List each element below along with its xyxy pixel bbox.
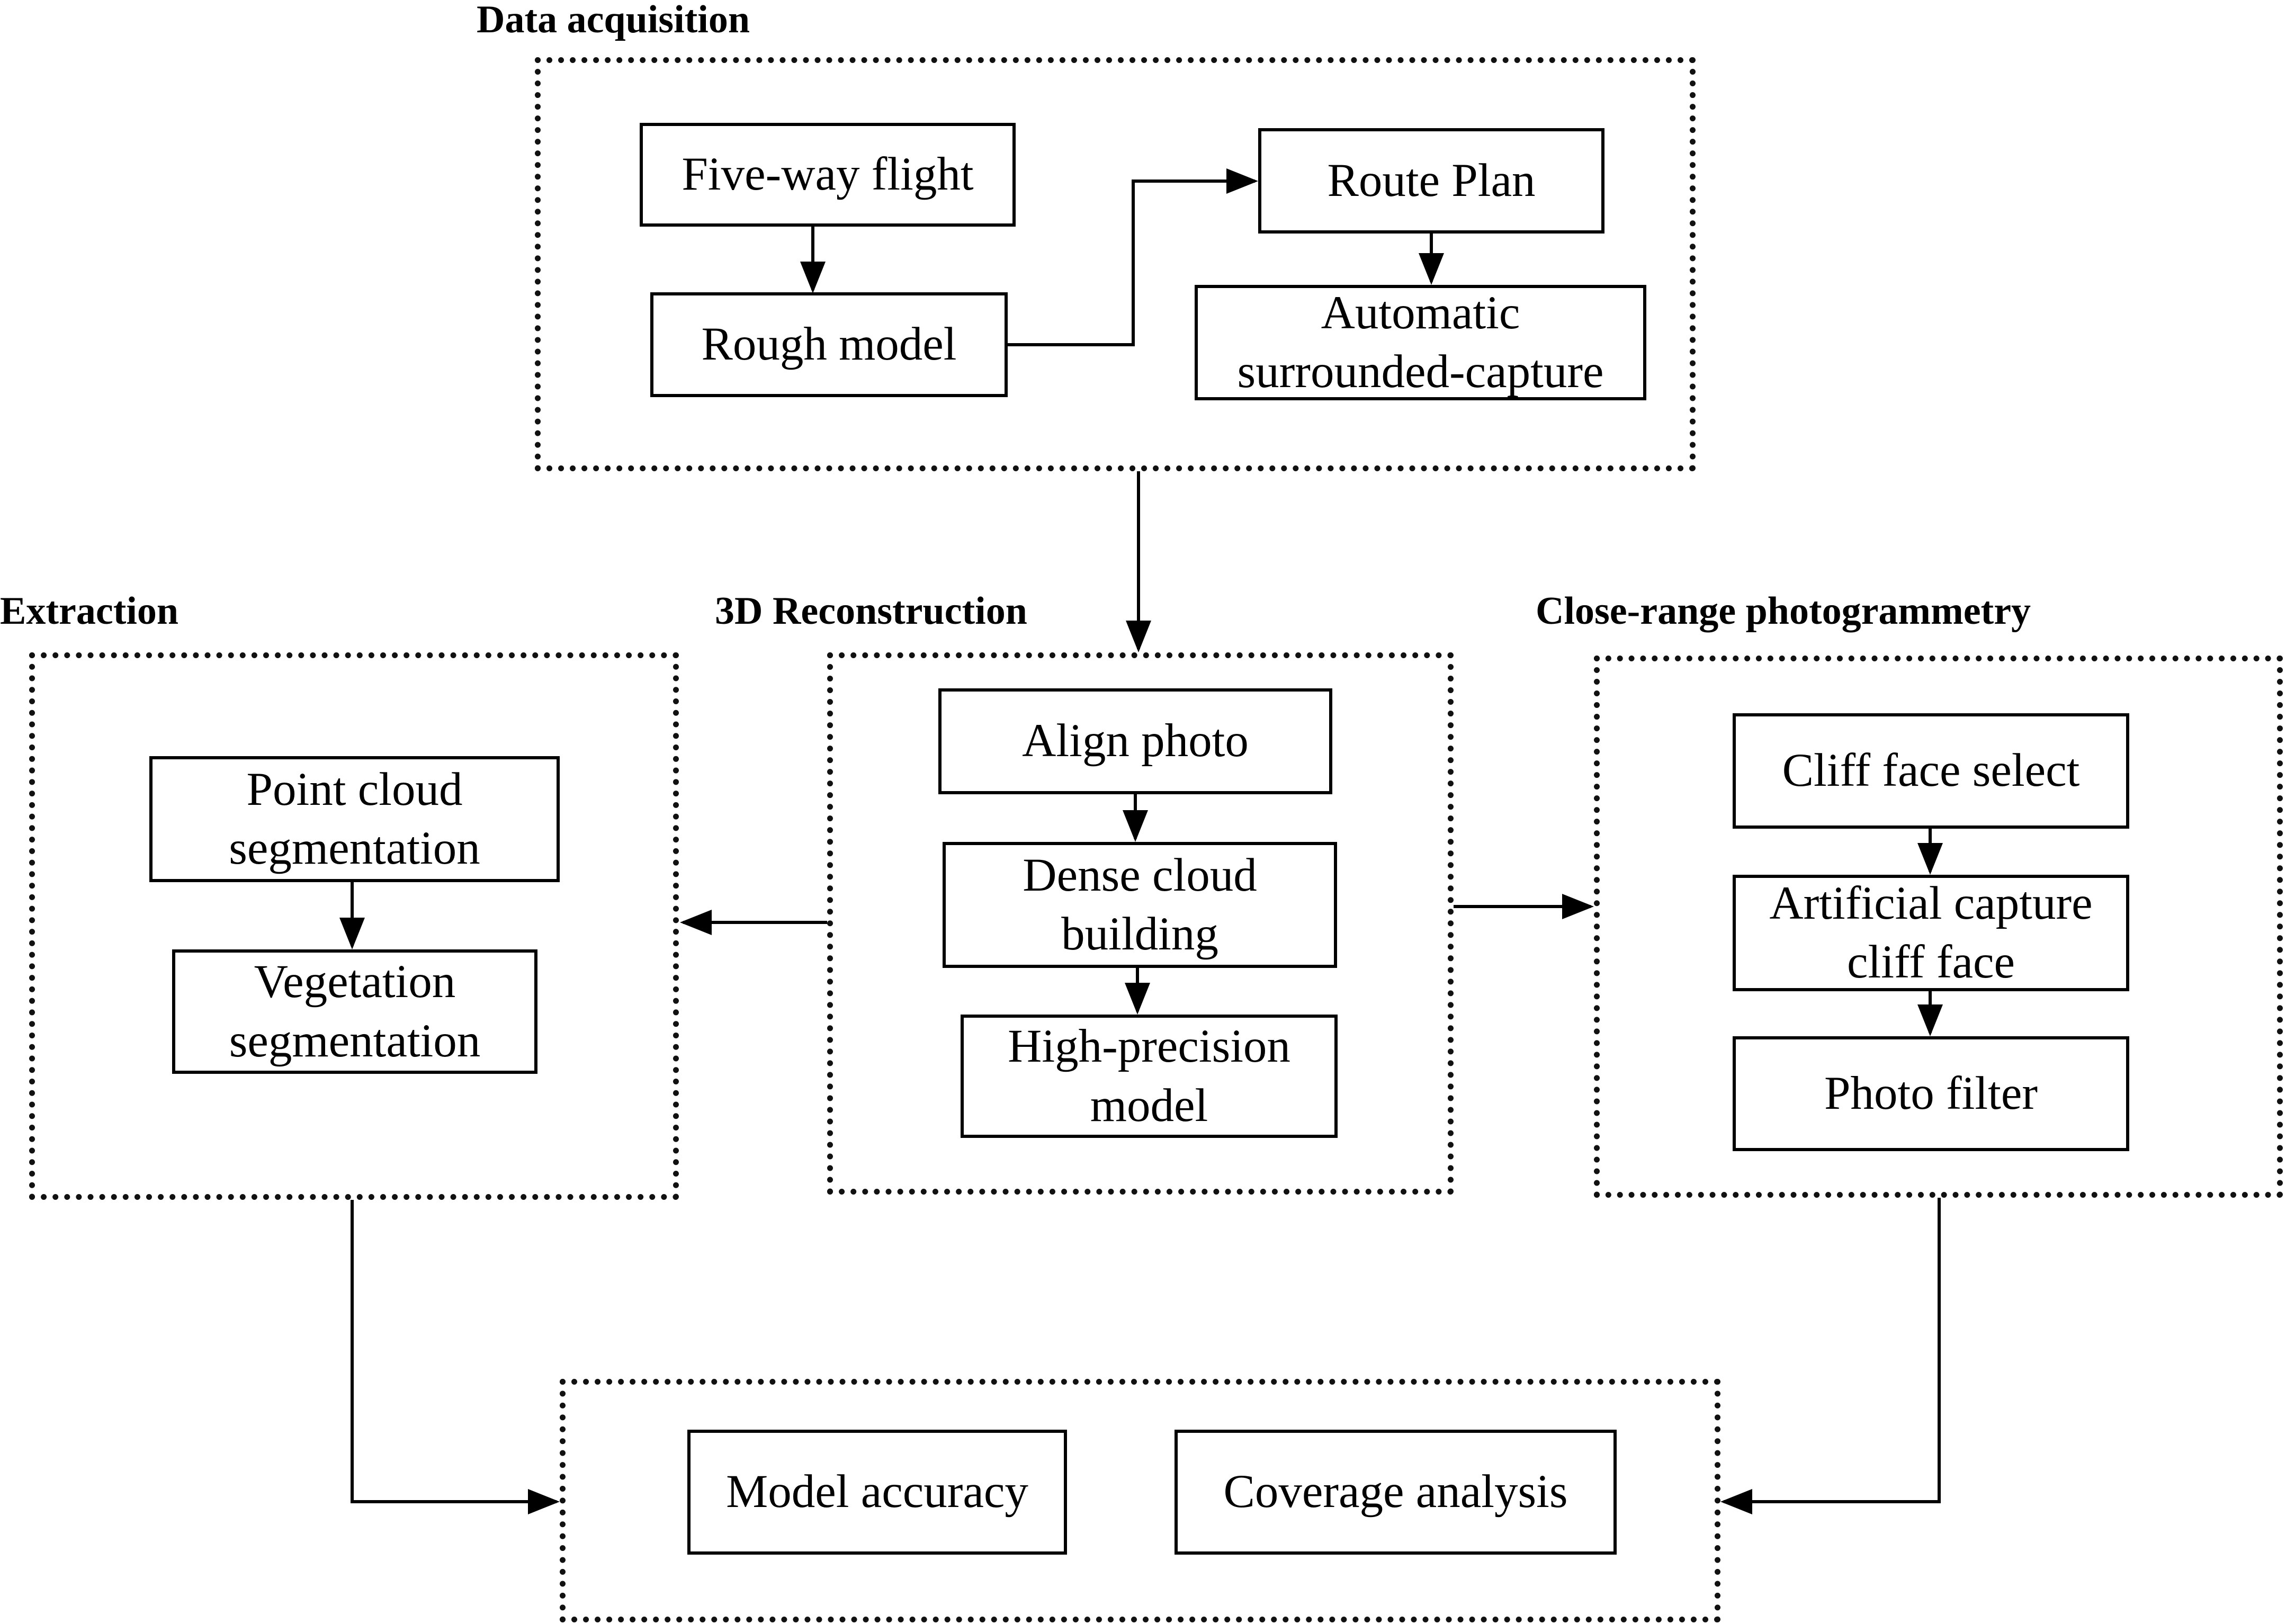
node-label-line-2: segmentation [229,822,480,874]
vegetation-segmentation-node: Vegetation segmentation [172,949,537,1074]
node-label: Coverage analysis [1223,1466,1568,1518]
photogrammetry-group [1594,656,2283,1198]
five-way-flight-node: Five-way flight [640,123,1016,227]
node-label-line-2: segmentation [229,1015,481,1067]
node-label: Align photo [1022,715,1249,767]
rough-model-node: Rough model [650,292,1008,397]
reconstruction-heading: 3D Reconstruction [715,589,1027,633]
node-label-line-2: surrounded-capture [1237,346,1604,398]
node-label: Photo filter [1824,1067,2038,1119]
node-label-line-1: Automatic [1321,286,1520,339]
arrow-extraction-to-analysis [351,1200,560,1514]
node-label-line-2: cliff face [1846,936,2015,988]
photogrammetry-heading: Close-range photogrammetry [1536,589,2031,633]
node-label: Route Plan [1327,154,1536,207]
coverage-analysis-node: Coverage analysis [1175,1430,1617,1555]
node-label-line-1: Point cloud [246,763,463,815]
node-label-line-1: Vegetation [254,956,456,1008]
high-precision-model-node: High-precision model [961,1015,1338,1138]
data-acquisition-group [535,57,1696,471]
route-plan-node: Route Plan [1258,128,1604,234]
analysis-group [560,1379,1720,1622]
automatic-surrounded-capture-node: Automatic surrounded-capture [1195,285,1646,400]
dense-cloud-building-node: Dense cloud building [943,842,1337,968]
photo-filter-node: Photo filter [1733,1036,2129,1151]
node-label: Five-way flight [682,148,974,201]
node-label-line-1: Dense cloud [1023,849,1257,901]
node-label: Model accuracy [726,1466,1028,1518]
data-acquisition-heading: Data acquisition [477,0,750,41]
align-photo-node: Align photo [938,688,1332,794]
extraction-group [29,652,679,1200]
node-label: Cliff face select [1782,744,2080,797]
cliff-face-select-node: Cliff face select [1733,713,2129,829]
arrow-rough-to-route [1008,168,1258,346]
node-label-line-1: Artificial capture [1769,877,2093,929]
node-label: Rough model [701,318,957,371]
node-label-line-2: model [1090,1079,1208,1132]
point-cloud-segmentation-node: Point cloud segmentation [149,756,560,882]
artificial-capture-cliff-face-node: Artificial capture cliff face [1733,875,2129,991]
extraction-heading: Extraction [0,589,179,633]
node-label-line-1: High-precision [1008,1020,1290,1073]
model-accuracy-node: Model accuracy [687,1430,1067,1555]
arrow-photogrammetry-to-analysis [1720,1198,1941,1514]
node-label-line-2: building [1061,908,1218,960]
reconstruction-group [827,652,1454,1195]
